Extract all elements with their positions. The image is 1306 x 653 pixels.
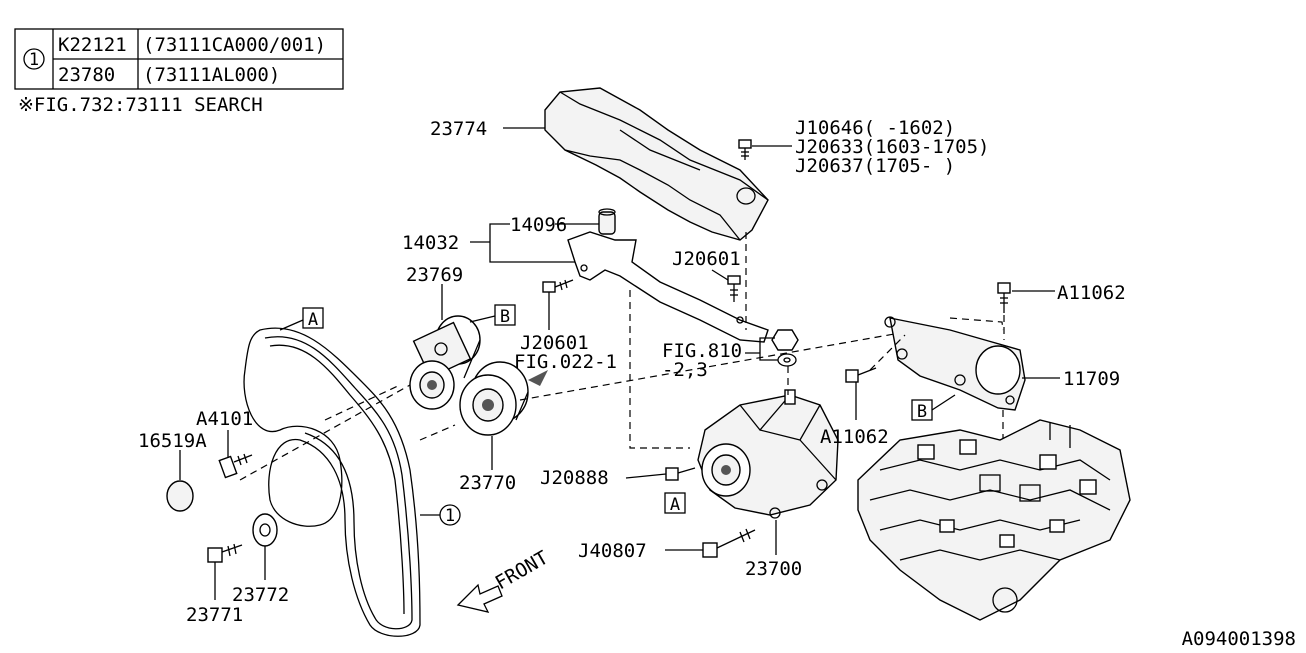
pulley-bolt-part <box>218 453 253 479</box>
label-14096: 14096 <box>510 214 567 236</box>
table-row-ref-1: (73111CA000/001) <box>143 34 326 56</box>
label-a11062-mid: A11062 <box>820 426 889 448</box>
front-arrow-icon <box>456 583 503 613</box>
table-marker: 1 <box>29 50 39 70</box>
label-14032: 14032 <box>402 232 459 254</box>
label-a4101: A4101 <box>196 408 253 430</box>
front-label: FRONT <box>492 547 553 595</box>
table-row-part-2: 23780 <box>58 64 115 86</box>
bracket-part <box>567 231 769 343</box>
label-a11062-top: A11062 <box>1057 282 1126 304</box>
alt-bracket-part <box>884 316 1026 411</box>
washer-bolt-part <box>207 543 243 563</box>
bolt-a11062-top-part <box>997 282 1011 313</box>
callout-b-idler: B <box>500 307 510 327</box>
label-fig022: FIG.022-1 <box>514 351 617 373</box>
label-j40807: J40807 <box>578 540 647 562</box>
bolt-a11062-mid-part <box>845 367 877 383</box>
diagram-id: A094001398 <box>1182 628 1296 650</box>
callout-b-idler-box <box>494 304 516 326</box>
engine-block-part <box>857 419 1131 621</box>
alt-bolt-j40807-part <box>702 528 756 558</box>
table-marker-circle <box>23 48 45 70</box>
callout-a-belt-box <box>302 307 324 329</box>
nut-washer-part <box>771 329 799 367</box>
label-j20633: J20633(1603-1705) <box>795 136 989 158</box>
shield-bolt-part <box>738 139 752 160</box>
table-row-ref-2: (73111AL000) <box>143 64 280 86</box>
label-j10646: J10646( -1602) <box>795 117 955 139</box>
label-fig810: FIG.810 <box>662 340 742 362</box>
label-23771: 23771 <box>186 604 243 626</box>
label-j20888: J20888 <box>540 467 609 489</box>
label-16519a: 16519A <box>138 430 207 452</box>
label-j20637: J20637(1705- ) <box>795 155 955 177</box>
label-23772: 23772 <box>232 584 289 606</box>
heat-shield-part <box>544 87 769 241</box>
bushing-part <box>598 208 616 235</box>
table-row-part-1: K22121 <box>58 34 127 56</box>
table-note: ※FIG.732:73111 SEARCH <box>18 94 263 116</box>
label-j20601-left: J20601 <box>520 332 589 354</box>
alternator-part <box>697 389 839 519</box>
callout-a-alt-box <box>664 492 686 514</box>
idler-pulley-part <box>409 315 481 410</box>
callout-b-bracket: B <box>917 402 927 422</box>
alt-bolt-j20888-part <box>665 467 696 481</box>
label-fig810-sub: -2,3 <box>662 359 708 381</box>
label-23700: 23700 <box>745 558 802 580</box>
label-j20601-right: J20601 <box>672 248 741 270</box>
washer-part <box>252 513 278 547</box>
callout-a-alt: A <box>670 495 680 515</box>
pulley-cap-part <box>166 480 194 512</box>
reference-table: 1 K22121 (73111CA000/001) 23780 (73111AL… <box>14 28 344 116</box>
belt-marker: 1 <box>445 506 455 526</box>
tensioner-pulley-part <box>459 361 529 436</box>
label-23774: 23774 <box>430 118 487 140</box>
bracket-bolt-right-part <box>727 275 741 302</box>
callout-a-belt: A <box>308 310 318 330</box>
bracket-bolt-left-part <box>542 279 574 293</box>
label-23769: 23769 <box>406 264 463 286</box>
drive-belt-part <box>243 327 421 637</box>
label-23770: 23770 <box>459 472 516 494</box>
label-11709: 11709 <box>1063 368 1120 390</box>
